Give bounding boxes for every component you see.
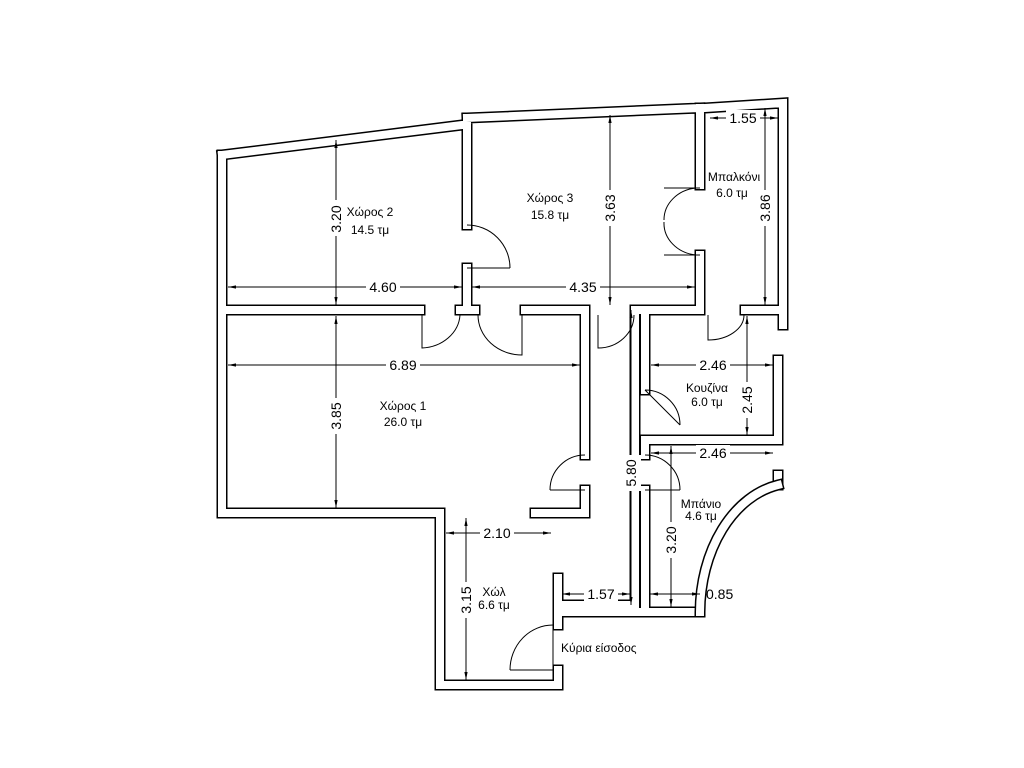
dim-kitchen-width: 2.46 <box>699 357 726 373</box>
dimension-labels: 3.20 4.60 3.63 4.35 1.55 3.86 6.89 3.85 … <box>326 110 775 618</box>
dim-kitchen-height: 2.45 <box>739 386 755 413</box>
dim-room3-height: 3.63 <box>602 194 618 221</box>
dim-bath-width: 2.46 <box>699 445 726 461</box>
dim-passage-width: 1.57 <box>587 586 614 602</box>
dim-hall-height: 3.15 <box>458 586 474 613</box>
dim-room3-width: 4.35 <box>569 279 596 295</box>
room1-area: 26.0 τμ <box>384 415 422 429</box>
dim-room2-width: 4.60 <box>369 279 396 295</box>
dim-balcony-height: 3.86 <box>757 194 773 221</box>
dim-room1-height: 3.85 <box>328 402 344 429</box>
hall-area: 6.6 τμ <box>478 598 510 612</box>
room-labels: Χώρος 2 14.5 τμ Χώρος 3 15.8 τμ Μπαλκόνι… <box>347 170 761 655</box>
dim-hall-width: 2.10 <box>483 525 510 541</box>
bath-name: Μπάνιο <box>681 497 722 511</box>
room2-area: 14.5 τμ <box>351 223 389 237</box>
balcony-name: Μπαλκόνι <box>708 170 761 184</box>
walls <box>215 97 789 691</box>
room3-area: 15.8 τμ <box>531 208 569 222</box>
dim-bath-height: 3.20 <box>663 526 679 553</box>
doors <box>421 187 745 671</box>
dim-room2-height: 3.20 <box>328 205 344 232</box>
dim-room1-width: 6.89 <box>389 357 416 373</box>
entrance-label: Κύρια είσοδος <box>561 641 637 655</box>
dim-balcony-width: 1.55 <box>729 110 756 126</box>
kitchen-name: Κουζίνα <box>686 381 728 395</box>
room3-name: Χώρος 3 <box>527 191 574 205</box>
bath-area: 4.6 τμ <box>685 509 717 523</box>
balcony-area: 6.0 τμ <box>716 186 748 200</box>
room1-name: Χώρος 1 <box>380 399 427 413</box>
room2-name: Χώρος 2 <box>347 205 394 219</box>
kitchen-area: 6.0 τμ <box>691 395 723 409</box>
dim-corridor-length: 5.80 <box>623 459 639 486</box>
dim-bath-offset: 0.85 <box>706 586 733 602</box>
hall-name: Χώλ <box>482 585 505 599</box>
